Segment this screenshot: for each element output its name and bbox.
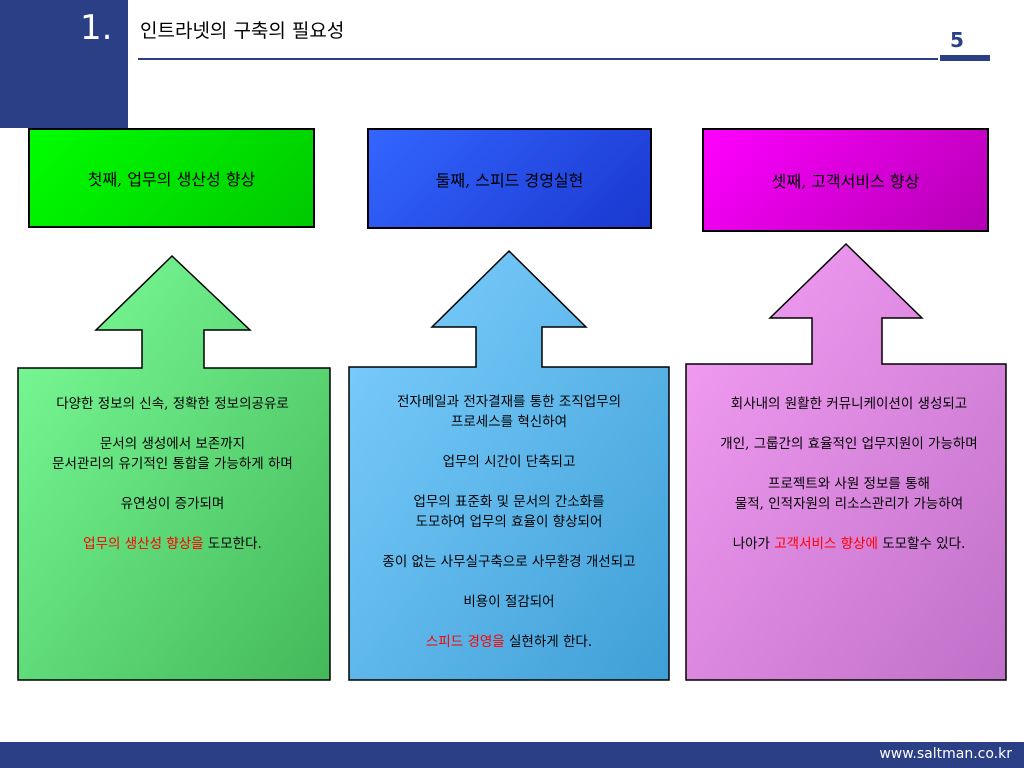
text-line: 회사내의 원활한 커뮤니케이션이 생성되고 [730, 396, 968, 412]
conclusion-line: 스피드 경영을 실현하게 한다. [339, 632, 679, 652]
text-line: 전자메일과 전자결재를 통한 조직업무의 [396, 394, 621, 410]
section-number: 1. [80, 8, 113, 48]
up-arrow-magenta [685, 242, 1007, 681]
text-line: 프로세스를 혁신하여 [450, 414, 568, 430]
slide-title: 인트라넷의 구축의 필요성 [140, 20, 345, 42]
text-line: 종이 없는 사무실구축으로 사무환경 개선되고 [382, 554, 636, 570]
footer-url: www.saltman.co.kr [879, 746, 1012, 762]
text-line: 비용이 절감되어 [463, 594, 555, 610]
page-number-underline [940, 55, 990, 61]
column-service-text: 회사내의 원활한 커뮤니케이션이 생성되고 개인, 그룹간의 효율적인 업무지원… [676, 394, 1022, 554]
text-line: 업무의 표준화 및 문서의 간소화를 [413, 494, 605, 510]
text-line: 유연성이 증가되며 [120, 496, 225, 512]
up-arrow-green [17, 254, 331, 681]
text-line: 도모하여 업무의 효율이 향상되어 [415, 514, 603, 530]
heading-box-productivity: 첫째, 업무의 생산성 향상 [28, 128, 315, 228]
section-number-box: 1. [0, 0, 128, 128]
text-line: 물적, 인적자원의 리소스관리가 가능하여 [734, 496, 964, 512]
text-line: 다양한 정보의 신속, 정확한 정보의공유로 [56, 396, 289, 412]
footer-bar: www.saltman.co.kr [0, 742, 1024, 768]
text-line: 프로젝트와 사원 정보를 통해 [768, 476, 930, 492]
text-line: 문서관리의 유기적인 통합을 가능하게 하며 [52, 456, 293, 472]
conclusion-rest: 도모한다. [203, 536, 262, 552]
heading-speed: 둘째, 스피드 경영실현 [435, 170, 584, 190]
page-number: 5 [950, 28, 964, 52]
column-productivity-text: 다양한 정보의 신속, 정확한 정보의공유로 문서의 생성에서 보존까지 문서관… [0, 394, 345, 554]
conclusion-prefix: 나아가 [732, 536, 775, 552]
text-line: 개인, 그룹간의 효율적인 업무지원이 가능하며 [720, 436, 978, 452]
heading-box-service: 셋째, 고객서비스 향상 [702, 128, 989, 232]
conclusion-line: 업무의 생산성 향상을 도모한다. [0, 534, 345, 554]
highlight-text: 스피드 경영을 [425, 634, 505, 650]
conclusion-line: 나아가 고객서비스 향상에 도모할수 있다. [676, 534, 1022, 554]
up-arrow-blue [348, 249, 670, 681]
heading-box-speed: 둘째, 스피드 경영실현 [367, 128, 652, 229]
conclusion-rest: 도모할수 있다. [877, 536, 966, 552]
text-line: 업무의 시간이 단축되고 [442, 454, 576, 470]
title-underline [138, 58, 938, 60]
heading-service: 셋째, 고객서비스 향상 [771, 172, 920, 191]
highlight-text: 업무의 생산성 향상을 [83, 536, 204, 552]
highlight-text: 고객서비스 향상에 [774, 536, 878, 552]
heading-productivity: 첫째, 업무의 생산성 향상 [87, 170, 256, 189]
text-line: 문서의 생성에서 보존까지 [99, 436, 246, 452]
conclusion-rest: 실현하게 한다. [504, 634, 593, 650]
column-speed-text: 전자메일과 전자결재를 통한 조직업무의 프로세스를 혁신하여 업무의 시간이 … [339, 392, 679, 652]
